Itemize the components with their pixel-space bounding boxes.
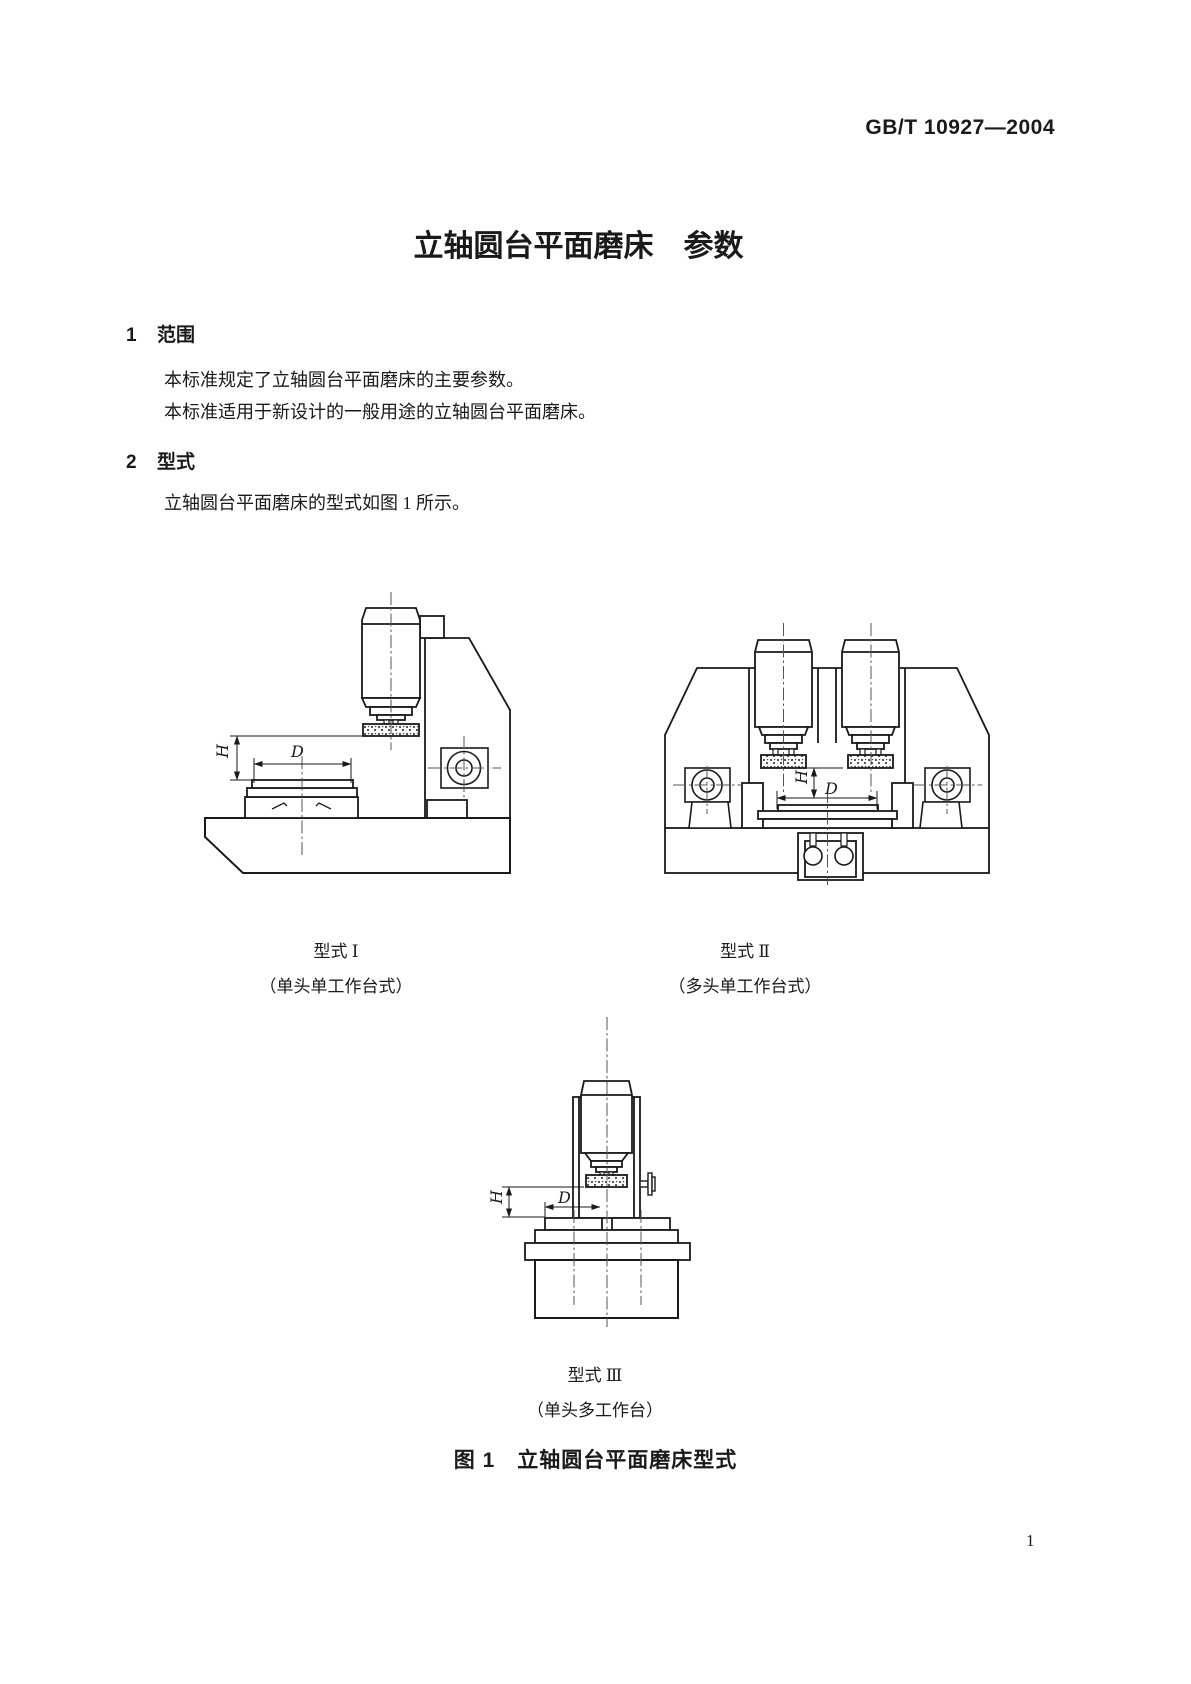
- type-2-caption: 型式 Ⅱ （多头单工作台式）: [605, 937, 885, 997]
- dim-label-H: H: [792, 769, 811, 785]
- type-2-machine-drawing: H D: [664, 623, 990, 885]
- dimension-H: H: [213, 735, 363, 781]
- page-title: 立轴圆台平面磨床 参数: [413, 230, 744, 263]
- centerlines: [573, 1017, 642, 1327]
- section-2-title: 型式: [157, 452, 196, 473]
- dim-label-D: D: [557, 1188, 571, 1207]
- dimension-D: D: [544, 1188, 601, 1221]
- type-1-machine-drawing: H D: [204, 592, 511, 874]
- section-1-title: 范围: [157, 325, 196, 346]
- standard-number: GB/T 10927—2004: [865, 116, 1055, 139]
- dimension-D: D: [776, 779, 878, 809]
- dimension-H: H: [487, 1186, 584, 1218]
- type-3-name: 型式 Ⅲ: [567, 1366, 623, 1385]
- section-2-paragraph-1: 立轴圆台平面磨床的型式如图 1 所示。: [164, 493, 470, 513]
- type-1-caption: 型式 Ⅰ （单头单工作台式）: [196, 937, 476, 997]
- feed-knob: [639, 1172, 656, 1196]
- centerlines: [673, 623, 982, 885]
- dimension-H: H: [791, 767, 843, 799]
- section-1-paragraph-2: 本标准适用于新设计的一般用途的立轴圆台平面磨床。: [164, 402, 596, 422]
- handwheel-left: [684, 767, 732, 829]
- section-2-number: 2: [126, 452, 137, 473]
- centerlines: [301, 592, 501, 855]
- dim-label-H: H: [213, 743, 232, 759]
- section-1-heading: 1 范围: [126, 320, 195, 347]
- type-1-name: 型式 Ⅰ: [313, 942, 359, 961]
- type-1-subtitle: （单头单工作台式）: [259, 977, 413, 996]
- type-3-subtitle: （单头多工作台）: [527, 1401, 663, 1420]
- page-number: 1: [1026, 1531, 1035, 1550]
- section-2-heading: 2 型式: [126, 447, 195, 474]
- type-2-subtitle: （多头单工作台式）: [668, 977, 822, 996]
- type-3-caption: 型式 Ⅲ （单头多工作台）: [455, 1361, 735, 1421]
- section-1-paragraph-1: 本标准规定了立轴圆台平面磨床的主要参数。: [164, 370, 524, 390]
- type-2-name: 型式 Ⅱ: [720, 942, 770, 961]
- section-1-number: 1: [126, 325, 137, 346]
- dim-label-H: H: [487, 1189, 506, 1205]
- handwheel-right: [919, 767, 971, 829]
- dim-label-D: D: [824, 779, 838, 798]
- dimension-D: D: [253, 742, 352, 783]
- figure-1-caption: 图 1 立轴圆台平面磨床型式: [453, 1449, 738, 1472]
- machine-base: [204, 817, 511, 874]
- dim-label-D: D: [290, 742, 304, 761]
- bolt-pedestal: [797, 832, 864, 881]
- type-3-machine-drawing: H D: [487, 1017, 691, 1327]
